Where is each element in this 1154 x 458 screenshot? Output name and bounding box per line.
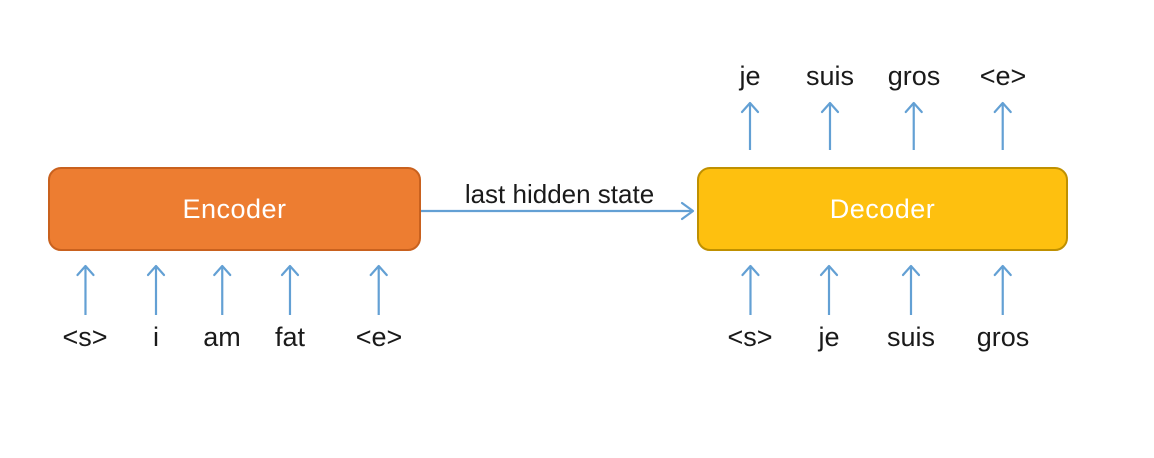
token-label: am [203, 322, 241, 352]
up-arrow-icon [212, 264, 232, 315]
token-label: <s> [727, 322, 773, 352]
decoder-label: Decoder [829, 193, 936, 224]
up-arrow-icon [819, 264, 839, 315]
up-arrow-icon [993, 264, 1013, 315]
decoder-input-3: gros [976, 263, 1030, 353]
up-arrow-icon [904, 101, 924, 150]
decoder-output-1: suis [806, 60, 854, 150]
token-label: gros [976, 322, 1030, 352]
decoder-output-0: je [738, 60, 762, 150]
token-label: suis [886, 322, 936, 352]
up-arrow-icon [369, 264, 389, 315]
decoder-input-0: <s> [727, 263, 773, 353]
token-label: i [153, 322, 159, 352]
token-label: <e> [979, 61, 1027, 91]
encoder-box: Encoder [48, 167, 421, 251]
token-label: gros [887, 61, 941, 91]
up-arrow-icon [993, 101, 1013, 150]
decoder-input-1: je [817, 263, 841, 353]
token-label: <e> [355, 322, 403, 352]
up-arrow-icon [901, 264, 921, 315]
decoder-output-2: gros [887, 60, 941, 150]
token-label: je [818, 322, 840, 352]
encoder-input-3: fat [275, 263, 305, 353]
up-arrow-icon [75, 264, 95, 315]
up-arrow-icon [280, 264, 300, 315]
hidden-state-label: last hidden state [464, 179, 655, 209]
up-arrow-icon [146, 264, 166, 315]
encoder-input-0: <s> [62, 263, 108, 353]
decoder-output-3: <e> [979, 60, 1027, 150]
hidden-state-arrow-icon [421, 201, 695, 221]
token-label: je [739, 61, 761, 91]
encoder-label: Encoder [182, 193, 287, 224]
token-label: fat [274, 322, 306, 352]
decoder-input-2: suis [887, 263, 935, 353]
encoder-input-1: i [144, 263, 168, 353]
up-arrow-icon [820, 101, 840, 150]
token-label: suis [805, 61, 855, 91]
decoder-box: Decoder [697, 167, 1068, 251]
encoder-input-4: <e> [355, 263, 403, 353]
up-arrow-icon [740, 264, 760, 315]
up-arrow-icon [740, 101, 760, 150]
encoder-input-2: am [203, 263, 241, 353]
token-label: <s> [62, 322, 108, 352]
